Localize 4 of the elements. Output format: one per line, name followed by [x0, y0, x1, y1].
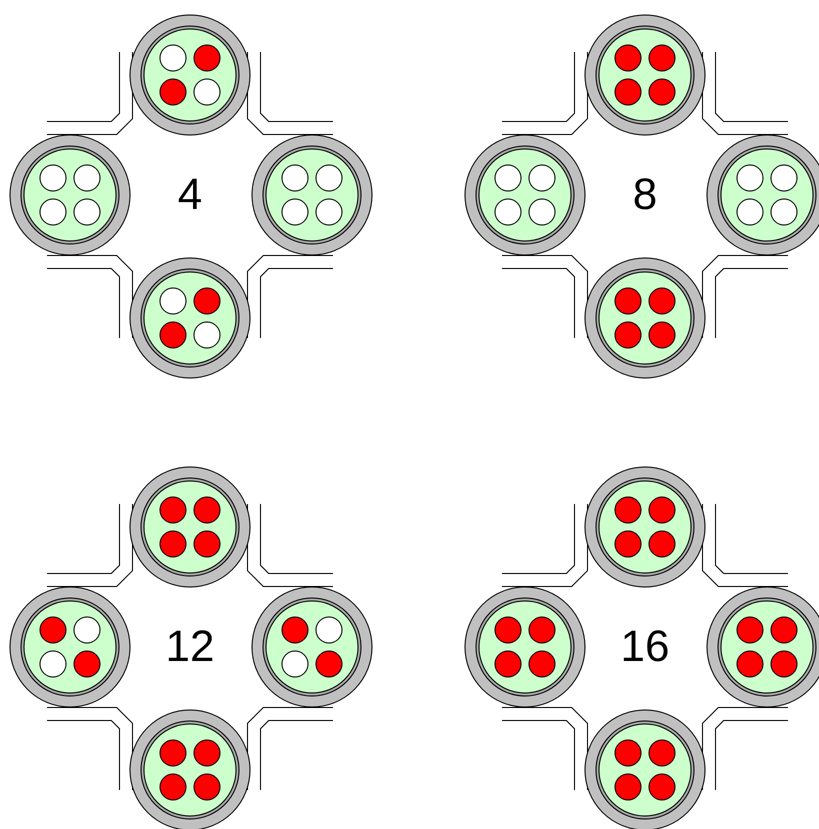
panel-number: 8	[632, 169, 658, 221]
panel-number: 12	[164, 621, 216, 673]
panel-number: 4	[176, 169, 204, 221]
panel-number: 16	[620, 621, 670, 673]
